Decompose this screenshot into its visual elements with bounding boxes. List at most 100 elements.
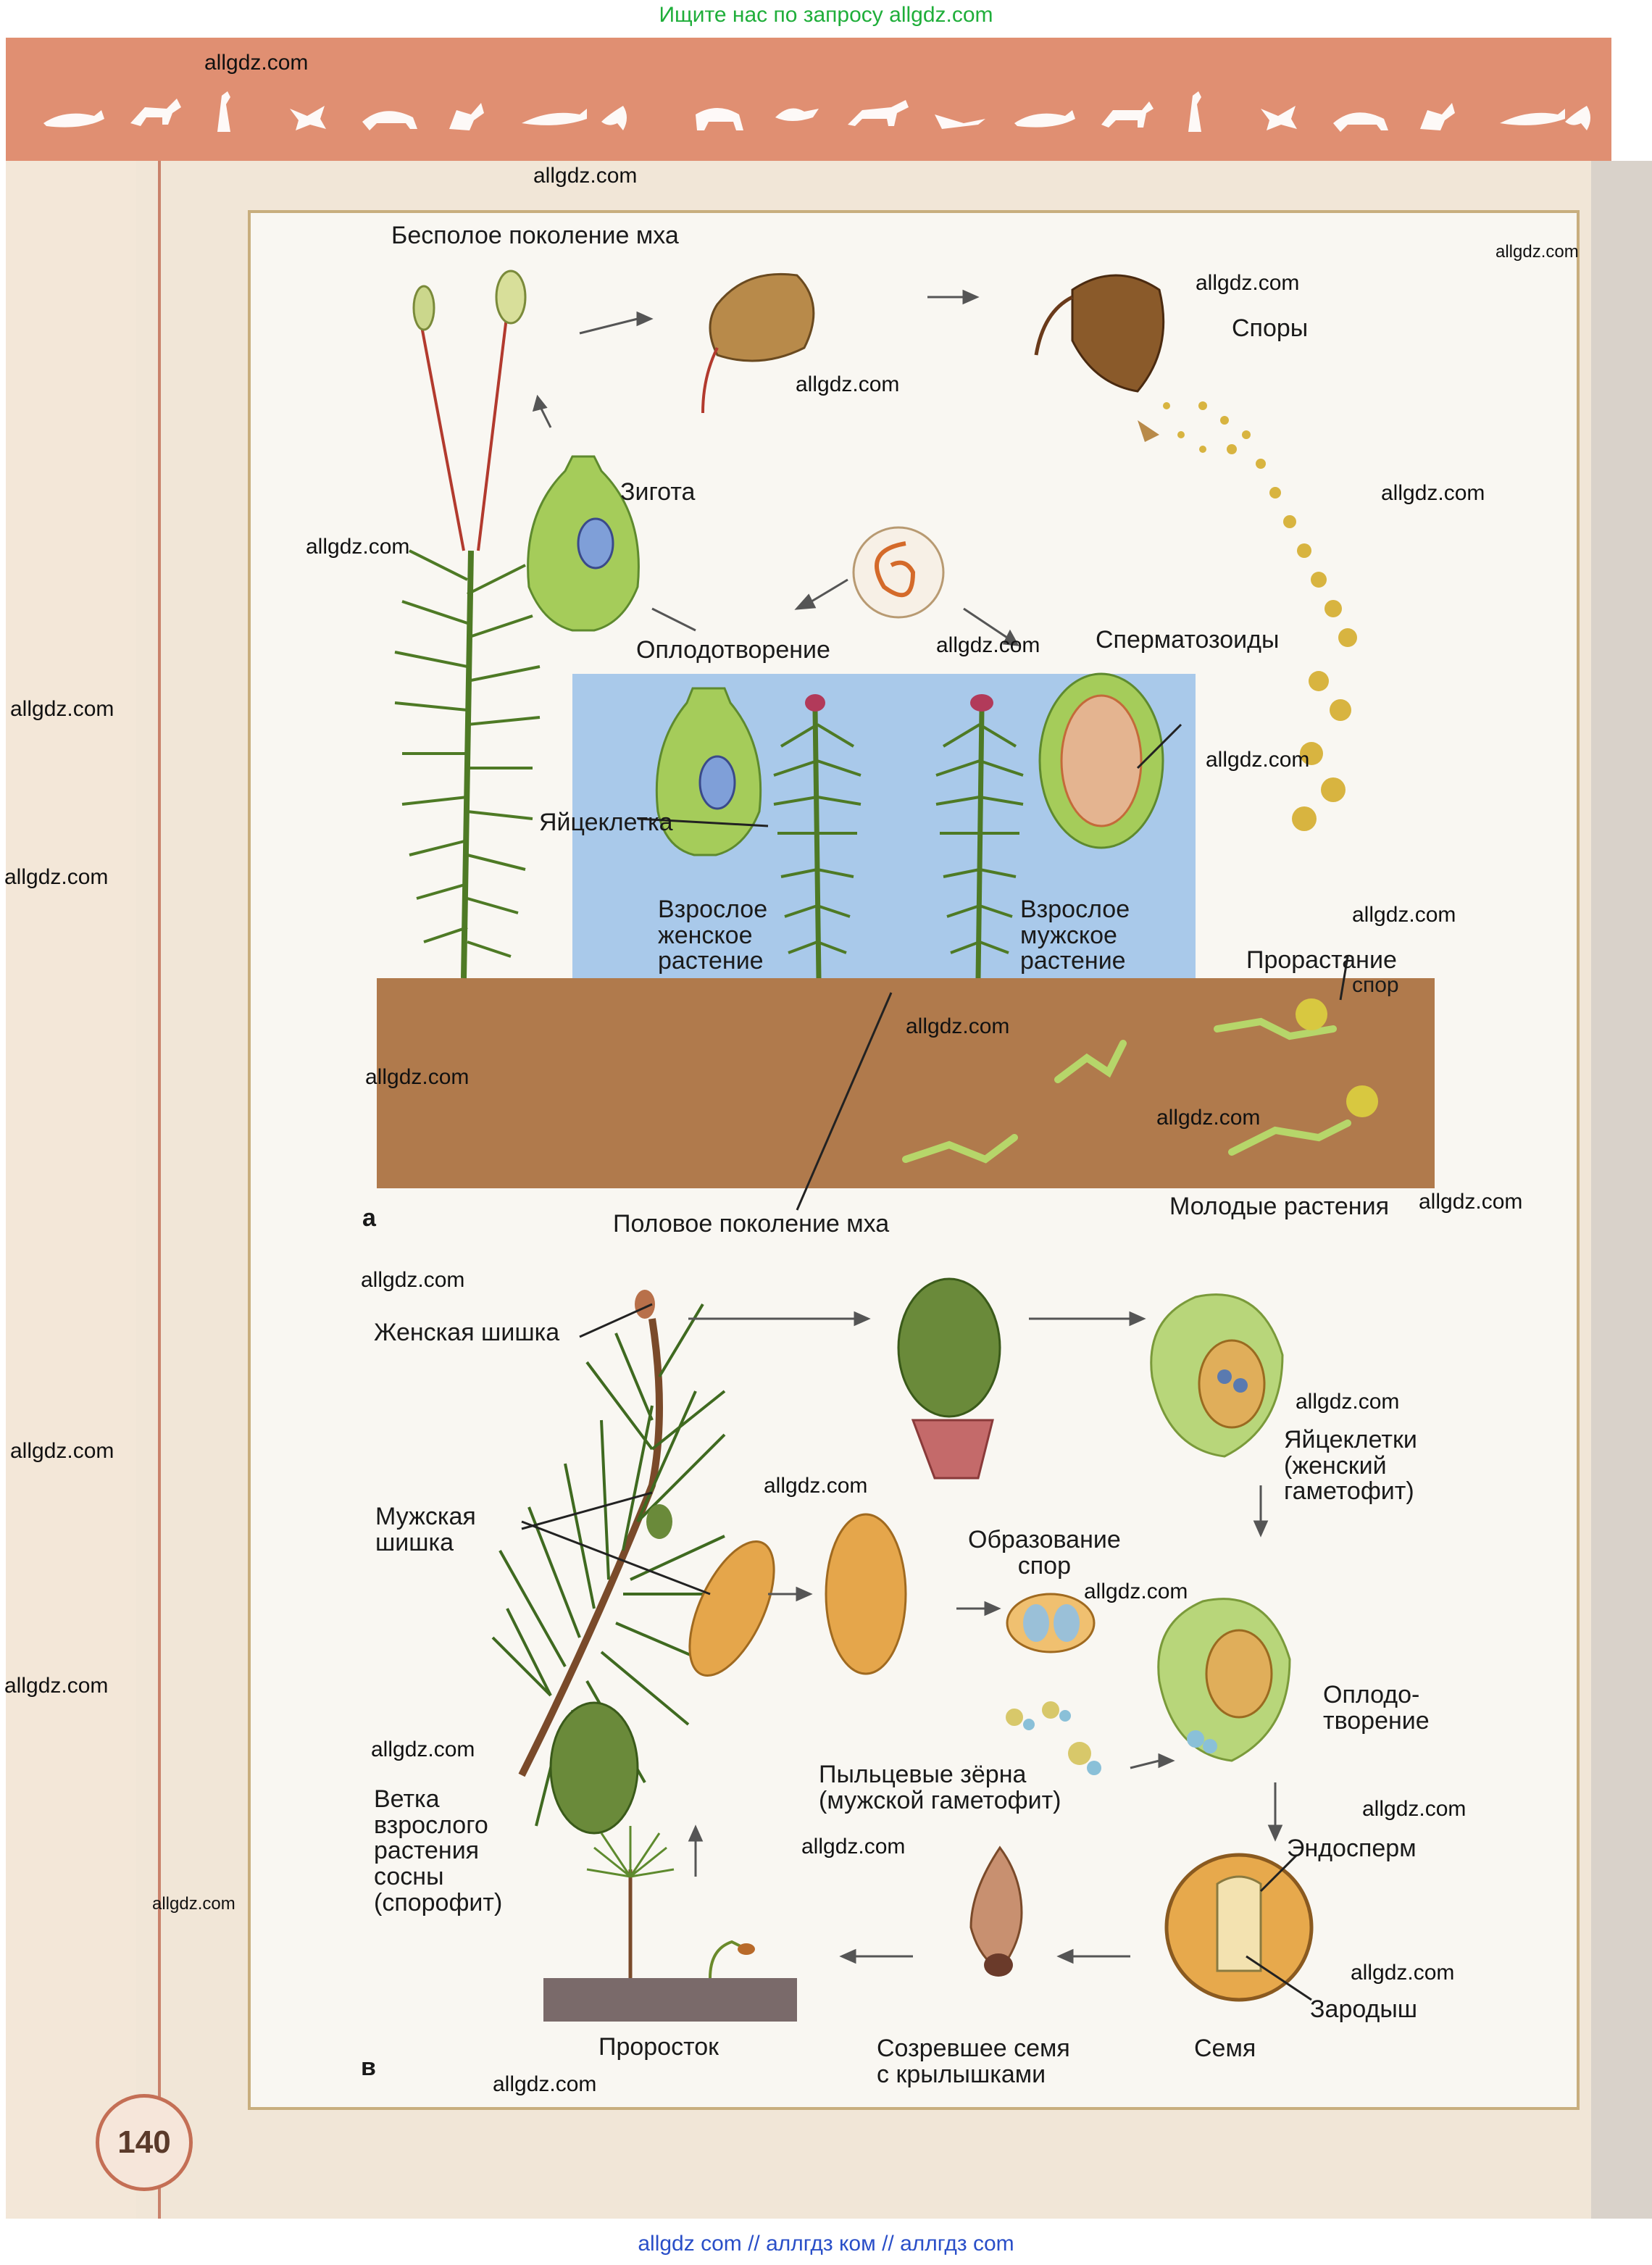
margin-line	[158, 161, 161, 2219]
microsporangium	[1006, 1593, 1096, 1653]
moss-plant-male	[935, 709, 1024, 979]
moss-capsule-1	[412, 285, 435, 331]
label-branch: Ветка взрослого растения сосны (спорофит…	[374, 1785, 503, 1916]
label-seedling: Проросток	[598, 2033, 719, 2061]
label-adult-female: Взрослое женское растение	[658, 896, 768, 975]
label-sperm: Сперматозоиды	[1096, 626, 1280, 654]
seedling	[543, 1826, 797, 2022]
protonema-threads	[902, 1017, 1351, 1164]
sperm-circle	[852, 526, 945, 619]
female-cone-small	[635, 1290, 655, 1319]
watermark: allgdz.com	[1419, 1190, 1523, 1214]
watermark: allgdz.com	[10, 697, 114, 721]
small-cone	[646, 1504, 672, 1539]
watermark: allgdz.com	[1352, 903, 1456, 927]
watermark: allgdz.com	[204, 51, 309, 75]
label-pollen: Пыльцевые зёрна (мужской гаметофит)	[819, 1761, 1061, 1814]
label-spore-germination-2: спор	[1352, 973, 1399, 997]
male-cone-cluster	[688, 1540, 775, 1677]
watermark: allgdz.com	[764, 1474, 868, 1498]
animal-silhouettes	[43, 91, 1590, 132]
panel-letter-v: в	[361, 2053, 376, 2081]
ovule-eggs	[1150, 1293, 1284, 1458]
watermark: allgdz.com	[796, 372, 900, 396]
label-seed: Семя	[1194, 2035, 1256, 2062]
label-spore-formation: Образование спор	[968, 1526, 1121, 1580]
pollen-grains	[1006, 1701, 1101, 1775]
left-margin	[6, 161, 136, 2219]
panel-letter-a: а	[362, 1204, 376, 1232]
spore-trail	[1163, 401, 1357, 831]
label-pine-fertilization: Оплодо- творение	[1323, 1681, 1430, 1735]
moss-plant-large	[394, 311, 541, 979]
watermark: allgdz.com	[361, 1268, 465, 1292]
label-spore-germination-1: Прорастание	[1246, 946, 1397, 974]
watermark: allgdz.com	[801, 1835, 906, 1859]
watermark: allgdz.com	[306, 535, 410, 559]
watermark: allgdz.com	[371, 1738, 475, 1761]
search-hint: Ищите нас по запросу allgdz.com	[659, 3, 993, 27]
watermark: allgdz.com	[1206, 748, 1310, 772]
watermark: allgdz.com	[1495, 242, 1579, 262]
soil-layer	[377, 978, 1435, 1188]
moss-capsule-brown	[701, 272, 815, 414]
antheridium	[1038, 672, 1164, 849]
label-mature-seed: Созревшее семя с крылышками	[877, 2035, 1070, 2088]
label-female-cone: Женская шишка	[374, 1319, 560, 1346]
watermark: allgdz.com	[1381, 481, 1485, 505]
sperm-spiral	[875, 541, 916, 598]
watermark: allgdz.com	[4, 1674, 109, 1698]
label-young-plants: Молодые растения	[1169, 1193, 1389, 1220]
page-number: 140	[96, 2094, 193, 2191]
label-endosperm: Эндосперм	[1287, 1835, 1417, 1862]
label-embryo: Зародыш	[1310, 1995, 1418, 2023]
label-asexual-generation: Бесполое поколение мха	[391, 222, 679, 249]
germinating-spore-1	[1296, 998, 1327, 1030]
watermark: allgdz.com	[1156, 1106, 1261, 1130]
bottom-bar	[0, 2219, 1652, 2265]
header-banner	[6, 38, 1611, 161]
watermark: allgdz.com	[1084, 1580, 1188, 1603]
label-spores: Споры	[1232, 314, 1309, 342]
pine-arrows	[521, 1303, 1312, 2001]
moss-arrows	[532, 289, 1349, 1211]
label-male-cone: Мужская шишка	[375, 1503, 476, 1556]
male-plant-tip	[970, 694, 993, 712]
seed-section	[1164, 1853, 1314, 2002]
watermark: allgdz.com	[1296, 1390, 1400, 1414]
watermark: allgdz.com	[1196, 271, 1300, 295]
label-egg-cell: Яйцеклетка	[539, 809, 673, 836]
top-bar	[0, 0, 1652, 35]
watermark: allgdz.com	[493, 2072, 597, 2096]
watermark: allgdz.com	[10, 1439, 114, 1463]
ovule-fertilization	[1157, 1598, 1291, 1762]
egg-archegonium	[655, 687, 762, 856]
male-cone-section	[825, 1513, 907, 1675]
page-spine-shade	[1591, 161, 1652, 2219]
moss-capsule-2	[495, 270, 527, 325]
winged-seed	[969, 1845, 1023, 1977]
moss-capsule-open	[1034, 274, 1165, 442]
watermark: allgdz.com	[906, 1014, 1010, 1038]
footer-links[interactable]: allgdz com // аллгдз ком // аллгдз com	[638, 2232, 1014, 2256]
watermark: allgdz.com	[4, 865, 109, 889]
moss-plant-female	[773, 709, 862, 979]
watermark: allgdz.com	[365, 1065, 470, 1089]
green-cone	[549, 1701, 639, 1835]
germinating-spore-2	[1346, 1085, 1378, 1117]
label-zygote: Зигота	[620, 478, 696, 506]
watermark: allgdz.com	[152, 1894, 235, 1914]
watermark: allgdz.com	[533, 164, 638, 188]
label-egg-cells: Яйцеклетки (женский гаметофит)	[1284, 1426, 1417, 1506]
label-sexual-generation: Половое поколение мха	[613, 1210, 890, 1238]
label-fertilization: Оплодотворение	[636, 636, 830, 664]
watermark: allgdz.com	[936, 633, 1040, 657]
watermark: allgdz.com	[1351, 1961, 1455, 1985]
label-adult-male: Взрослое мужское растение	[1020, 896, 1130, 975]
female-plant-tip	[805, 694, 825, 712]
watermark: allgdz.com	[1362, 1797, 1467, 1821]
zygote-archegonium	[527, 455, 640, 632]
female-cone-big	[897, 1277, 1001, 1480]
